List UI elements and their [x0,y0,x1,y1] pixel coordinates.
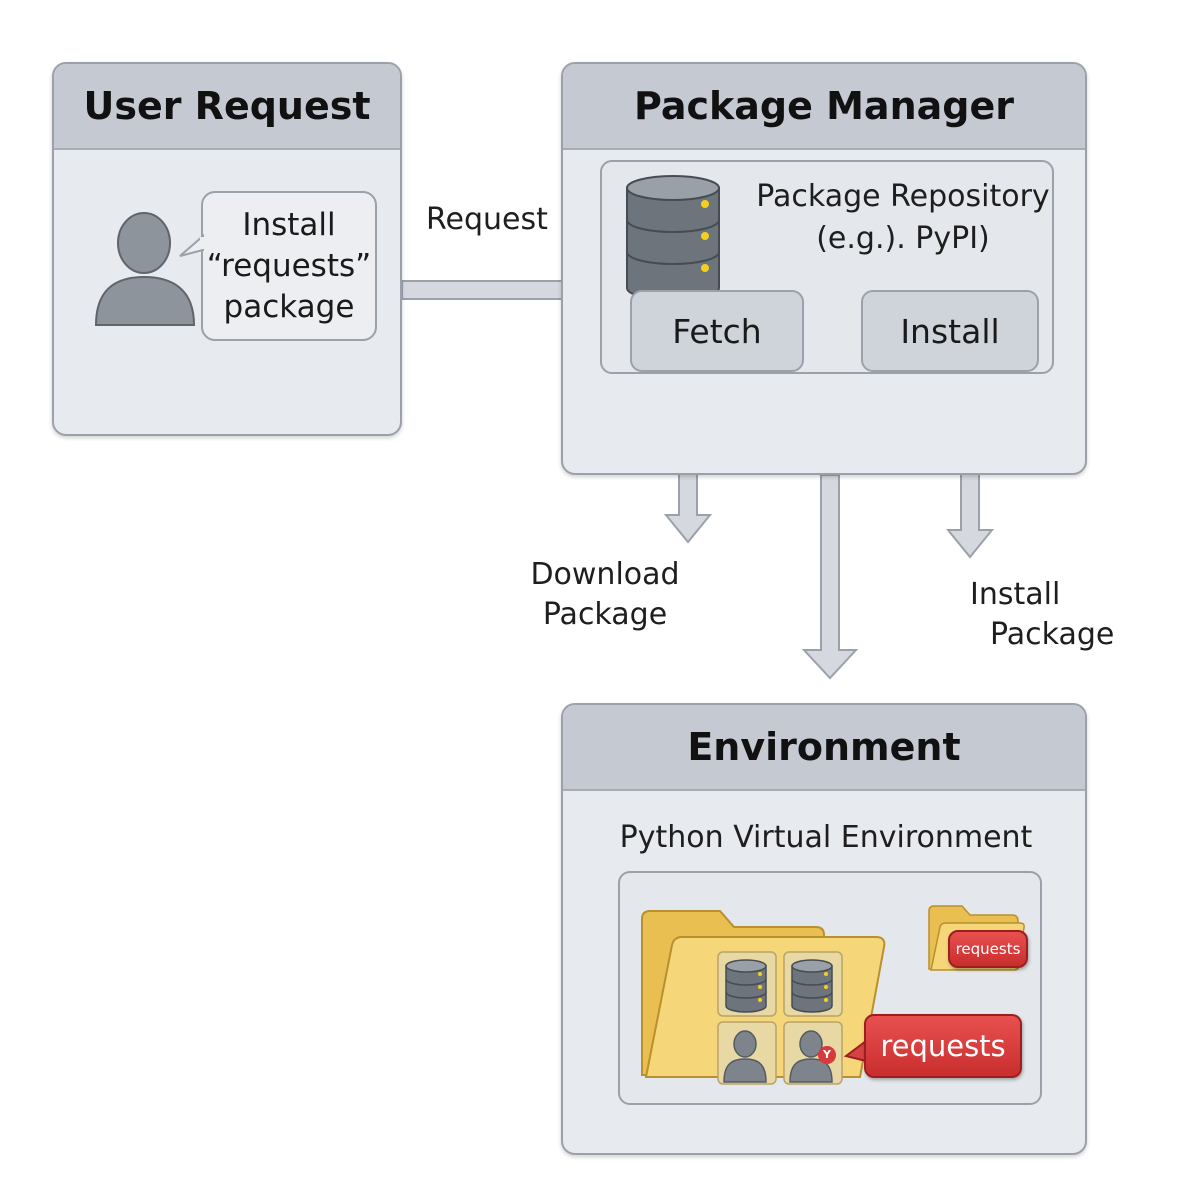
repository-label: Package Repository (e.g.). PyPI) [743,176,1063,260]
download-package-label: Download Package [520,555,690,635]
bubble-line-3: package [223,288,355,325]
download-line-2: Package [542,597,668,632]
tile-database-icon-1 [725,959,767,1013]
fetch-button[interactable]: Fetch [630,290,804,372]
user-icon [94,212,196,326]
virtual-environment-label: Python Virtual Environment [619,820,1033,855]
small-requests-tag: requests [948,930,1028,968]
bubble-line-1: Install [242,206,336,243]
package-manager-panel: Package Manager Package Repository (e.g.… [561,62,1087,475]
database-icon [626,175,720,301]
environment-arrow [801,474,859,680]
tile-user-icon-2 [789,1030,833,1083]
environment-title: Environment [563,705,1085,791]
repository-line-1: Package Repository [756,179,1050,214]
install-package-line-2: Package [990,617,1115,652]
request-speech-bubble: Install “requests” package [201,191,377,341]
tile-user-icon-1 [723,1030,767,1083]
repository-line-2: (e.g.). PyPI) [816,221,990,256]
user-badge: Y [818,1046,836,1064]
large-requests-tag: requests [864,1014,1022,1078]
bubble-line-2: “requests” [206,247,372,284]
bubble-tail [179,233,205,257]
package-manager-title: Package Manager [563,64,1085,150]
user-request-panel: User Request Install “requests” package [52,62,402,436]
user-request-title: User Request [54,64,400,150]
request-arrow-label: Request [426,202,548,237]
download-line-1: Download [530,557,680,592]
install-package-label: Install Package [970,575,1114,655]
install-package-line-1: Install [970,577,1061,612]
tile-database-icon-2 [791,959,833,1013]
install-button[interactable]: Install [861,290,1039,372]
